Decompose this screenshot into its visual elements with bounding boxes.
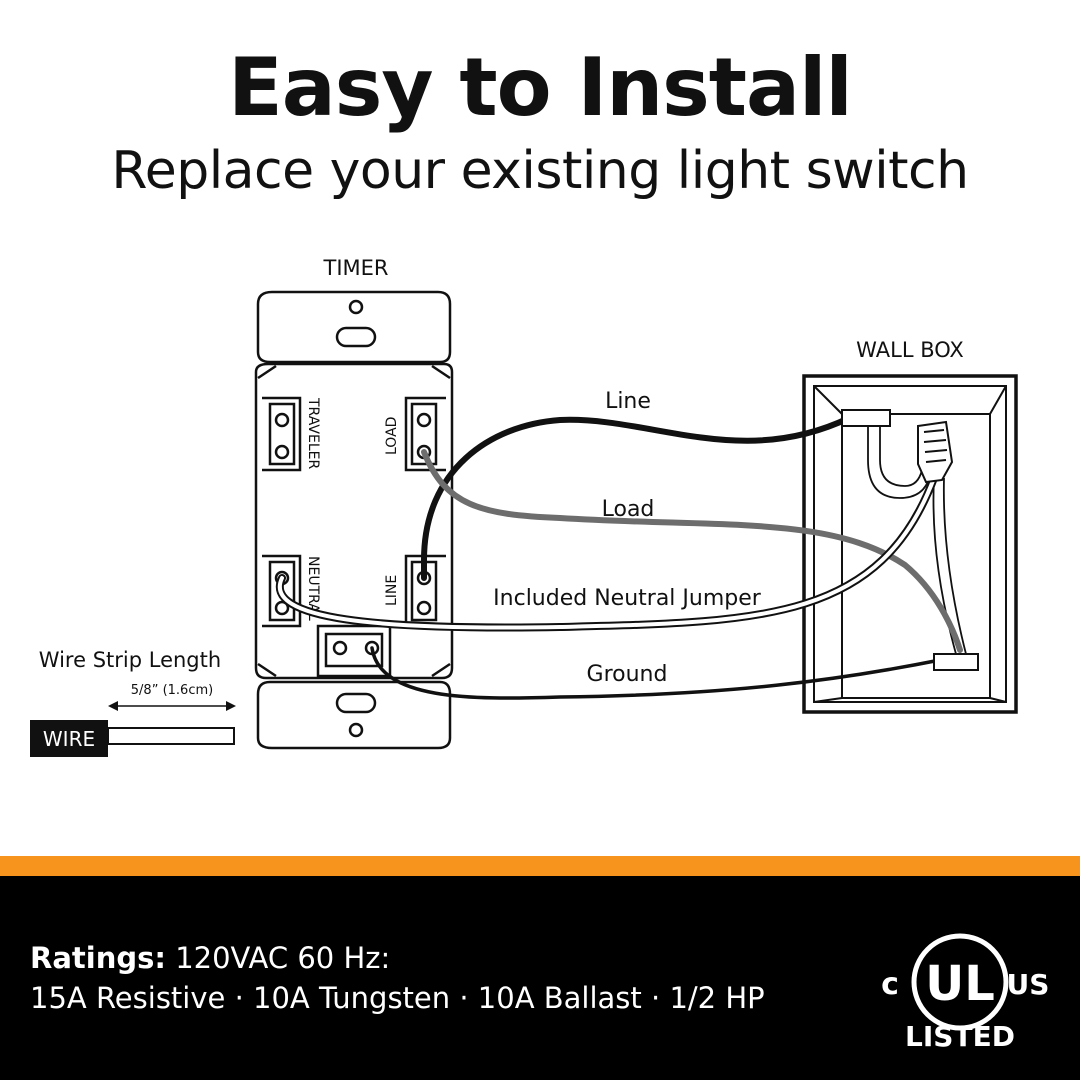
ul-mark-text: UL bbox=[925, 956, 995, 1012]
load-wire bbox=[421, 449, 963, 653]
ul-circle bbox=[911, 933, 1009, 1031]
strip-length-arrow bbox=[108, 701, 236, 711]
ul-c-text: c bbox=[881, 967, 899, 1002]
ratings-label: Ratings: bbox=[30, 941, 166, 975]
wiring-diagram: TIMER WALL BOX bbox=[30, 256, 1018, 757]
load-terminal-label: LOAD bbox=[384, 417, 400, 455]
accent-stripe bbox=[0, 856, 1080, 876]
ul-listed-mark: UL c US LISTED bbox=[881, 933, 1050, 1053]
ground-connector bbox=[933, 653, 979, 671]
neutral-jumper-wire bbox=[277, 476, 936, 630]
timer-device bbox=[254, 290, 454, 750]
line-wire-label: Line bbox=[605, 389, 651, 414]
ratings-line-2: 15A Resistive · 10A Tungsten · 10A Balla… bbox=[30, 981, 765, 1015]
line-connector bbox=[841, 409, 891, 427]
load-wire-label: Load bbox=[602, 497, 655, 522]
wire-nut bbox=[917, 420, 954, 484]
stripped-conductor bbox=[107, 727, 235, 745]
wire-tag-label: WIRE bbox=[43, 727, 95, 751]
line-wire bbox=[421, 415, 852, 581]
ratings-line-1: 120VAC 60 Hz: bbox=[175, 941, 391, 975]
wire-tag bbox=[30, 720, 108, 757]
ground-wire bbox=[370, 646, 942, 700]
neutral-terminal-label: NEUTRAL bbox=[305, 556, 321, 621]
timer-label: TIMER bbox=[323, 256, 389, 280]
ground-wire-label: Ground bbox=[587, 662, 668, 687]
page-subtitle: Replace your existing light switch bbox=[111, 141, 969, 201]
ul-listed-text: LISTED bbox=[905, 1020, 1015, 1053]
strip-length-measure: 5/8” (1.6cm) bbox=[131, 683, 213, 698]
ul-us-text: US bbox=[1007, 968, 1050, 1001]
strip-length-title: Wire Strip Length bbox=[39, 648, 221, 672]
wall-box-label: WALL BOX bbox=[856, 338, 964, 362]
wall-box-internal-wires bbox=[867, 426, 967, 655]
page-title: Easy to Install bbox=[228, 41, 853, 134]
ratings-footer bbox=[0, 876, 1080, 1080]
line-terminal-label: LINE bbox=[384, 575, 400, 606]
traveler-terminal-label: TRAVELER bbox=[305, 397, 321, 469]
ratings-text: Ratings: 120VAC 60 Hz: 15A Resistive · 1… bbox=[30, 938, 765, 1018]
neutral-jumper-label: Included Neutral Jumper bbox=[493, 586, 762, 611]
